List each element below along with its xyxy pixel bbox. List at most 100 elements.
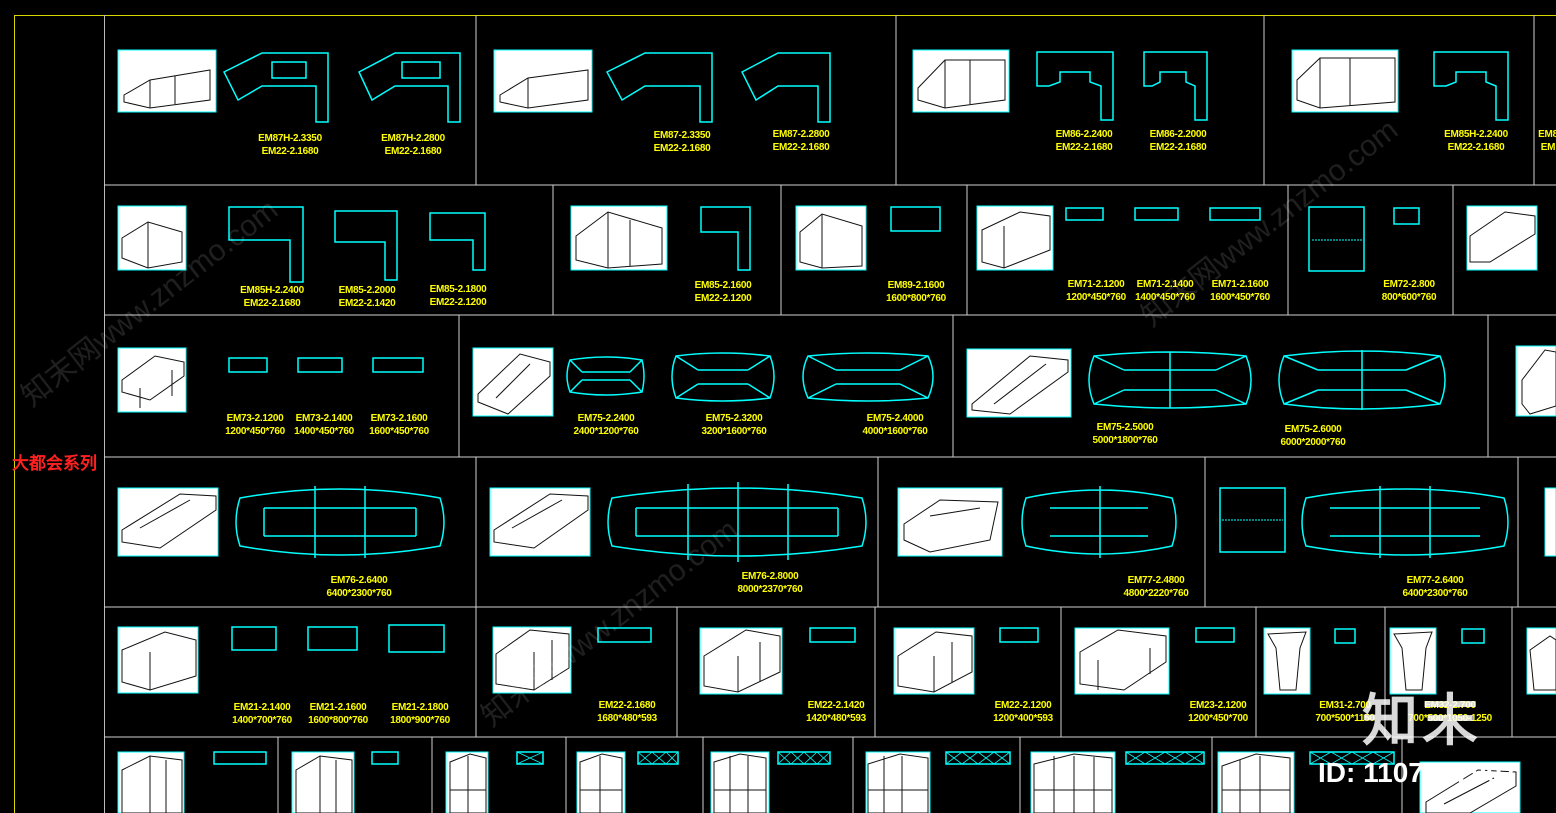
model-code-line: EM87H-2.3350 <box>258 133 322 144</box>
model-dimension-line: 4800*2220*760 <box>1123 588 1189 599</box>
model-code-line: EM72-2.800 <box>1383 279 1435 290</box>
model-code-line: EM77-2.6400 <box>1406 575 1464 586</box>
model-code-line: EM75-2.3200 <box>705 413 763 424</box>
model-code: EM21-2.1600 1600*800*760 <box>308 701 368 727</box>
model-code: EM22-2.1680 1680*480*593 <box>597 699 657 725</box>
model-code-line: EM85H-2.2400 <box>240 285 304 296</box>
model-code-line: EM32-2.700 <box>1424 700 1476 711</box>
model-code-line: EM22-2.1420 <box>807 700 865 711</box>
model-dimension-line: EM22-2.1420 <box>338 298 396 309</box>
model-dimension-line: 2400*1200*760 <box>573 426 639 437</box>
model-code-line: EM21-2.1600 <box>309 702 367 713</box>
model-dimension-line: EM <box>1540 142 1556 153</box>
model-dimension-line: 1600*800*760 <box>308 715 368 726</box>
model-dimension-line: 1420*480*593 <box>806 713 866 724</box>
model-dimension-line: 1200*450*700 <box>1188 713 1248 724</box>
model-dimension-line: 700*500*1050-1250 <box>1408 713 1492 724</box>
model-code-line: EM31-2.700 <box>1319 700 1371 711</box>
model-code-line: EM87-2.3350 <box>653 130 711 141</box>
model-code-line: EM75-2.5000 <box>1096 422 1154 433</box>
model-code-line: EM73-2.1200 <box>226 413 284 424</box>
model-code-line: EM85-2.1800 <box>429 284 487 295</box>
model-code: EM73-2.1400 1400*450*760 <box>294 412 354 438</box>
model-dimension-line: 1200*450*760 <box>1066 292 1126 303</box>
model-code-line: EM86-2.2400 <box>1055 129 1113 140</box>
model-code-line: EM89-2.1600 <box>887 280 945 291</box>
model-dimension-line: EM22-2.1200 <box>429 297 487 308</box>
model-dimension-line: 1400*700*760 <box>232 715 292 726</box>
model-code-line: EM76-2.6400 <box>330 575 388 586</box>
model-dimension-line: 1800*900*760 <box>390 715 450 726</box>
model-dimension-line: 1600*450*760 <box>369 426 429 437</box>
model-dimension-line: EM22-2.1680 <box>653 143 711 154</box>
model-code-line: EM76-2.8000 <box>741 571 799 582</box>
model-code: EM75-2.6000 6000*2000*760 <box>1280 423 1345 449</box>
model-dimension-line: EM22-2.1200 <box>694 293 752 304</box>
drawing-frame-top <box>14 15 1556 16</box>
model-code-line: EM21-2.1400 <box>233 702 291 713</box>
model-dimension-line: 8000*2370*760 <box>737 584 803 595</box>
model-dimension-line: 6400*2300*760 <box>1402 588 1468 599</box>
model-code: EM73-2.1200 1200*450*760 <box>225 412 285 438</box>
model-dimension-line: 1200*400*593 <box>993 713 1053 724</box>
model-code-line: EM71-2.1200 <box>1067 279 1125 290</box>
model-dimension-line: 700*500*1150 <box>1315 713 1375 724</box>
model-code: EM31-2.700 700*500*1150 <box>1315 699 1375 725</box>
model-code-line: EM73-2.1600 <box>370 413 428 424</box>
model-dimension-line: 1200*450*760 <box>225 426 285 437</box>
model-dimension-line: EM22-2.1680 <box>772 142 830 153</box>
model-dimension-line: EM22-2.1680 <box>1447 142 1505 153</box>
model-code-line: EM77-2.4800 <box>1127 575 1185 586</box>
model-code-line: EM87-2.2800 <box>772 129 830 140</box>
model-dimension-line: 800*600*760 <box>1381 292 1437 303</box>
model-code: EM77-2.4800 4800*2220*760 <box>1123 574 1188 600</box>
model-dimension-line: 4000*1600*760 <box>862 426 928 437</box>
model-dimension-line: 1400*450*760 <box>1135 292 1195 303</box>
model-dimension-line: 3200*1600*760 <box>701 426 767 437</box>
model-code-line: EM75-2.2400 <box>577 413 635 424</box>
model-code: EM22-2.1420 1420*480*593 <box>806 699 866 725</box>
model-code: EM73-2.1600 1600*450*760 <box>369 412 429 438</box>
model-code: EM21-2.1400 1400*700*760 <box>232 701 292 727</box>
model-code-line: EM75-2.6000 <box>1284 424 1342 435</box>
drawing-frame-inner <box>104 15 105 813</box>
model-dimension-line: 1400*450*760 <box>294 426 354 437</box>
model-dimension-line: 6000*2000*760 <box>1280 437 1346 448</box>
model-code-line: EM73-2.1400 <box>295 413 353 424</box>
model-code-line: EM75-2.4000 <box>866 413 924 424</box>
drawing-frame-left <box>14 15 15 813</box>
model-code: EM75-2.4000 4000*1600*760 <box>862 412 927 438</box>
model-code-line: EM85H-2.2400 <box>1444 129 1508 140</box>
model-code: EM32-2.700 700*500*1050-1250 <box>1408 699 1492 725</box>
model-code-line: EM22-2.1680 <box>598 700 656 711</box>
model-code-line: EM71-2.1600 <box>1211 279 1269 290</box>
model-dimension-line: 6400*2300*760 <box>326 588 392 599</box>
model-dimension-line: EM22-2.1680 <box>1149 142 1207 153</box>
model-code-line: EM8 <box>1538 129 1556 140</box>
model-dimension-line: 1680*480*593 <box>597 713 657 724</box>
model-code-line: EM86-2.2000 <box>1149 129 1207 140</box>
model-code-line: EM87H-2.2800 <box>381 133 445 144</box>
model-dimension-line: EM22-2.1680 <box>261 146 319 157</box>
model-code: EM75-2.3200 3200*1600*760 <box>701 412 766 438</box>
model-dimension-line: 1600*800*760 <box>886 293 946 304</box>
model-dimension-line: EM22-2.1680 <box>243 298 301 309</box>
model-dimension-line: EM22-2.1680 <box>1055 142 1113 153</box>
model-code: EM77-2.6400 6400*2300*760 <box>1402 574 1467 600</box>
